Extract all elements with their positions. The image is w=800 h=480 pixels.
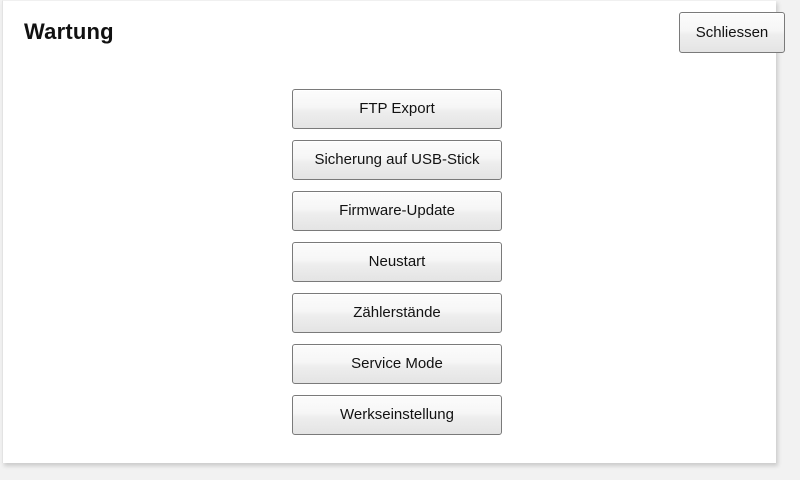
maintenance-button-list: FTP Export Sicherung auf USB-Stick Firmw… xyxy=(292,89,502,435)
meter-readings-button[interactable]: Zählerstände xyxy=(292,293,502,333)
service-mode-button[interactable]: Service Mode xyxy=(292,344,502,384)
ftp-export-button[interactable]: FTP Export xyxy=(292,89,502,129)
restart-button[interactable]: Neustart xyxy=(292,242,502,282)
factory-reset-button[interactable]: Werkseinstellung xyxy=(292,395,502,435)
firmware-update-button[interactable]: Firmware-Update xyxy=(292,191,502,231)
usb-backup-button[interactable]: Sicherung auf USB-Stick xyxy=(292,140,502,180)
maintenance-dialog: Wartung Schliessen FTP Export Sicherung … xyxy=(2,0,785,463)
close-button[interactable]: Schliessen xyxy=(679,12,785,53)
page-title: Wartung xyxy=(24,19,114,44)
